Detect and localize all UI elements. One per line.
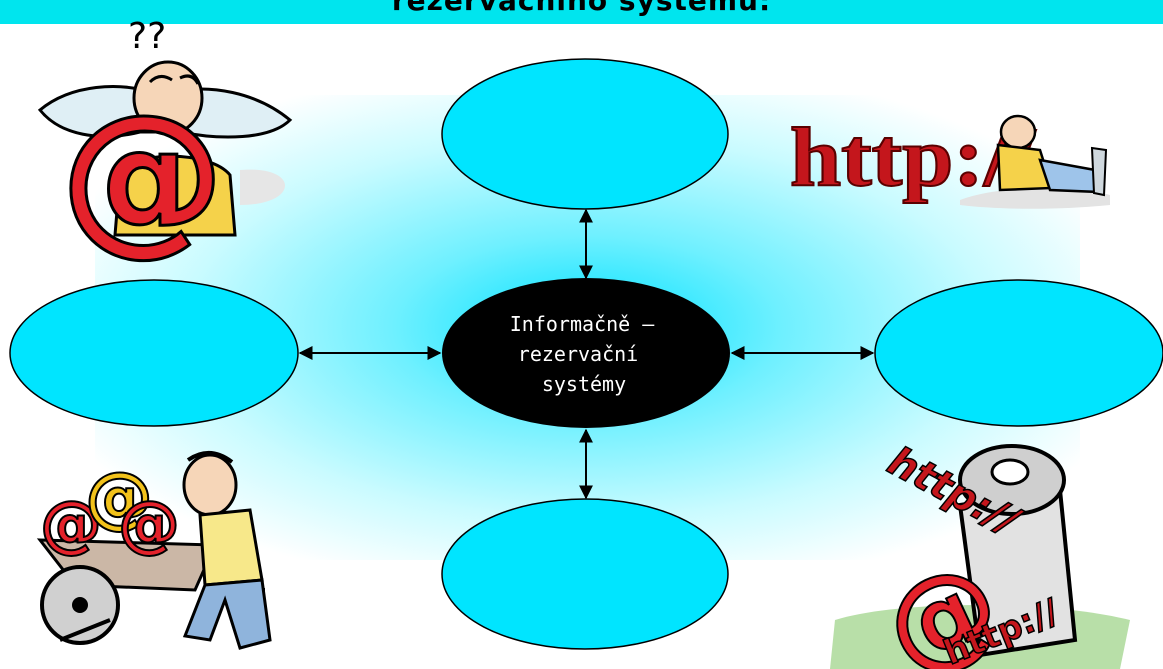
question-marks: ?? — [128, 16, 166, 57]
at-pile-1: @ — [40, 487, 102, 560]
node-bottom — [441, 498, 729, 650]
node-top — [441, 58, 729, 210]
http-text: http:// — [790, 111, 1037, 204]
node-left — [9, 279, 299, 427]
page-title: rezervačního systému: — [391, 0, 772, 17]
center-node — [442, 278, 730, 428]
at-pile-2: @ — [85, 458, 153, 537]
center-node-line-2: rezervační — [518, 342, 638, 366]
clipart-http-man-icon: http:// — [789, 110, 1110, 209]
title-bar: rezervačního systému: — [0, 0, 1163, 24]
center-node-line-1: Informačně – — [510, 312, 655, 336]
at-pile-3: @ — [118, 487, 180, 560]
at-symbol-large: @ — [60, 79, 225, 271]
clipart-trash-can-icon: http:// @ http:// — [830, 437, 1130, 669]
clipart-wheelbarrow-icon: @ @ @ — [36, 451, 272, 650]
node-right — [874, 279, 1163, 427]
center-node-line-3: systémy — [542, 372, 626, 396]
clipart-at-man-icon: ?? @ — [37, 16, 293, 273]
